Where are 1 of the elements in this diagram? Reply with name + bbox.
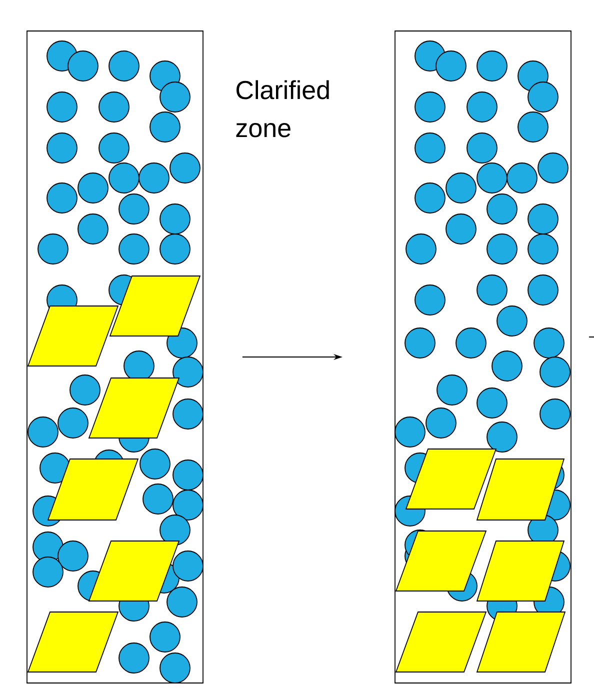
zone-label: Clarified zone <box>236 80 329 138</box>
